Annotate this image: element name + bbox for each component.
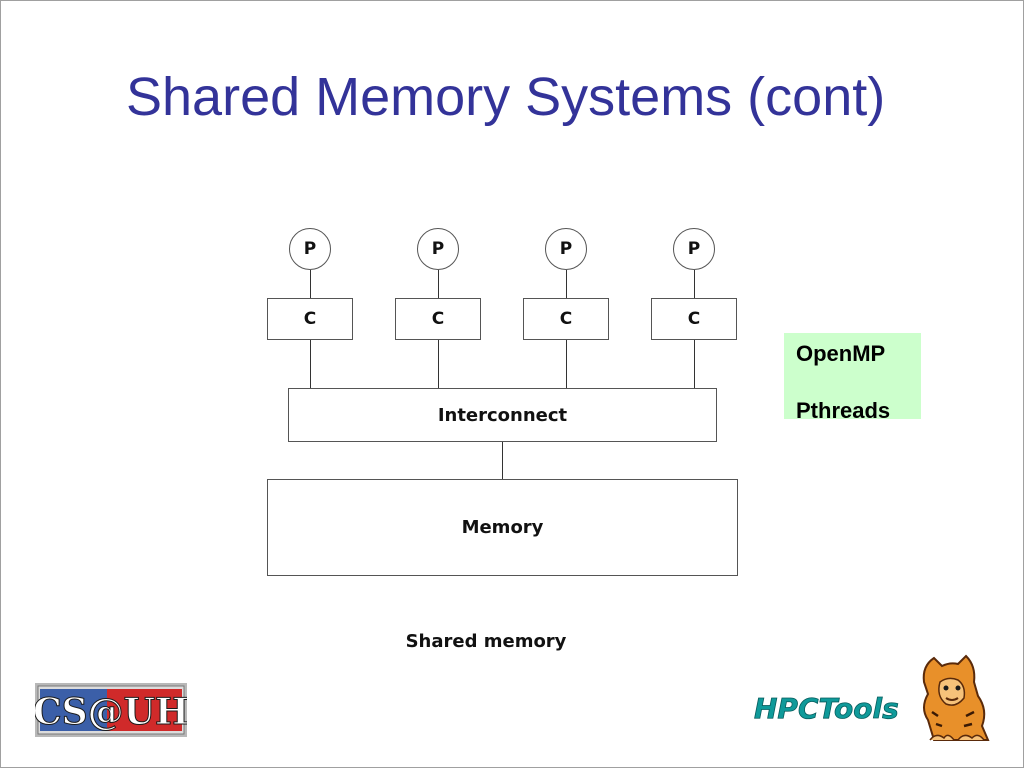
interconnect-box: Interconnect — [288, 388, 717, 442]
connector-p-c-2 — [438, 270, 439, 298]
connector-c-interconnect-3 — [566, 340, 567, 388]
slide-title: Shared Memory Systems (cont) — [126, 67, 886, 127]
cache-box-2: C — [395, 298, 481, 340]
csuh-logo: CS@UH — [35, 683, 187, 737]
connector-c-interconnect-4 — [694, 340, 695, 388]
processor-node-4: P — [673, 228, 715, 270]
programming-models-box: OpenMP Pthreads — [784, 333, 921, 423]
tiger-mascot-icon — [922, 654, 990, 741]
processor-node-3: P — [545, 228, 587, 270]
connector-p-c-1 — [310, 270, 311, 298]
csuh-logo-text: CS@UH — [35, 691, 187, 733]
hpctools-logo-text: HPCTools — [754, 692, 899, 725]
connector-c-interconnect-1 — [310, 340, 311, 388]
cache-box-4: C — [651, 298, 737, 340]
processor-node-2: P — [417, 228, 459, 270]
model-openmp: OpenMP — [796, 341, 886, 366]
processor-node-1: P — [289, 228, 331, 270]
hpctools-logo: HPCTools — [754, 654, 990, 741]
connector-c-interconnect-2 — [438, 340, 439, 388]
cache-box-1: C — [267, 298, 353, 340]
connector-p-c-4 — [694, 270, 695, 298]
model-pthreads: Pthreads — [796, 398, 891, 423]
memory-box: Memory — [267, 479, 738, 576]
connector-p-c-3 — [566, 270, 567, 298]
connector-interconnect-memory — [502, 441, 503, 479]
cache-box-3: C — [523, 298, 609, 340]
diagram-caption: Shared memory — [405, 631, 567, 652]
